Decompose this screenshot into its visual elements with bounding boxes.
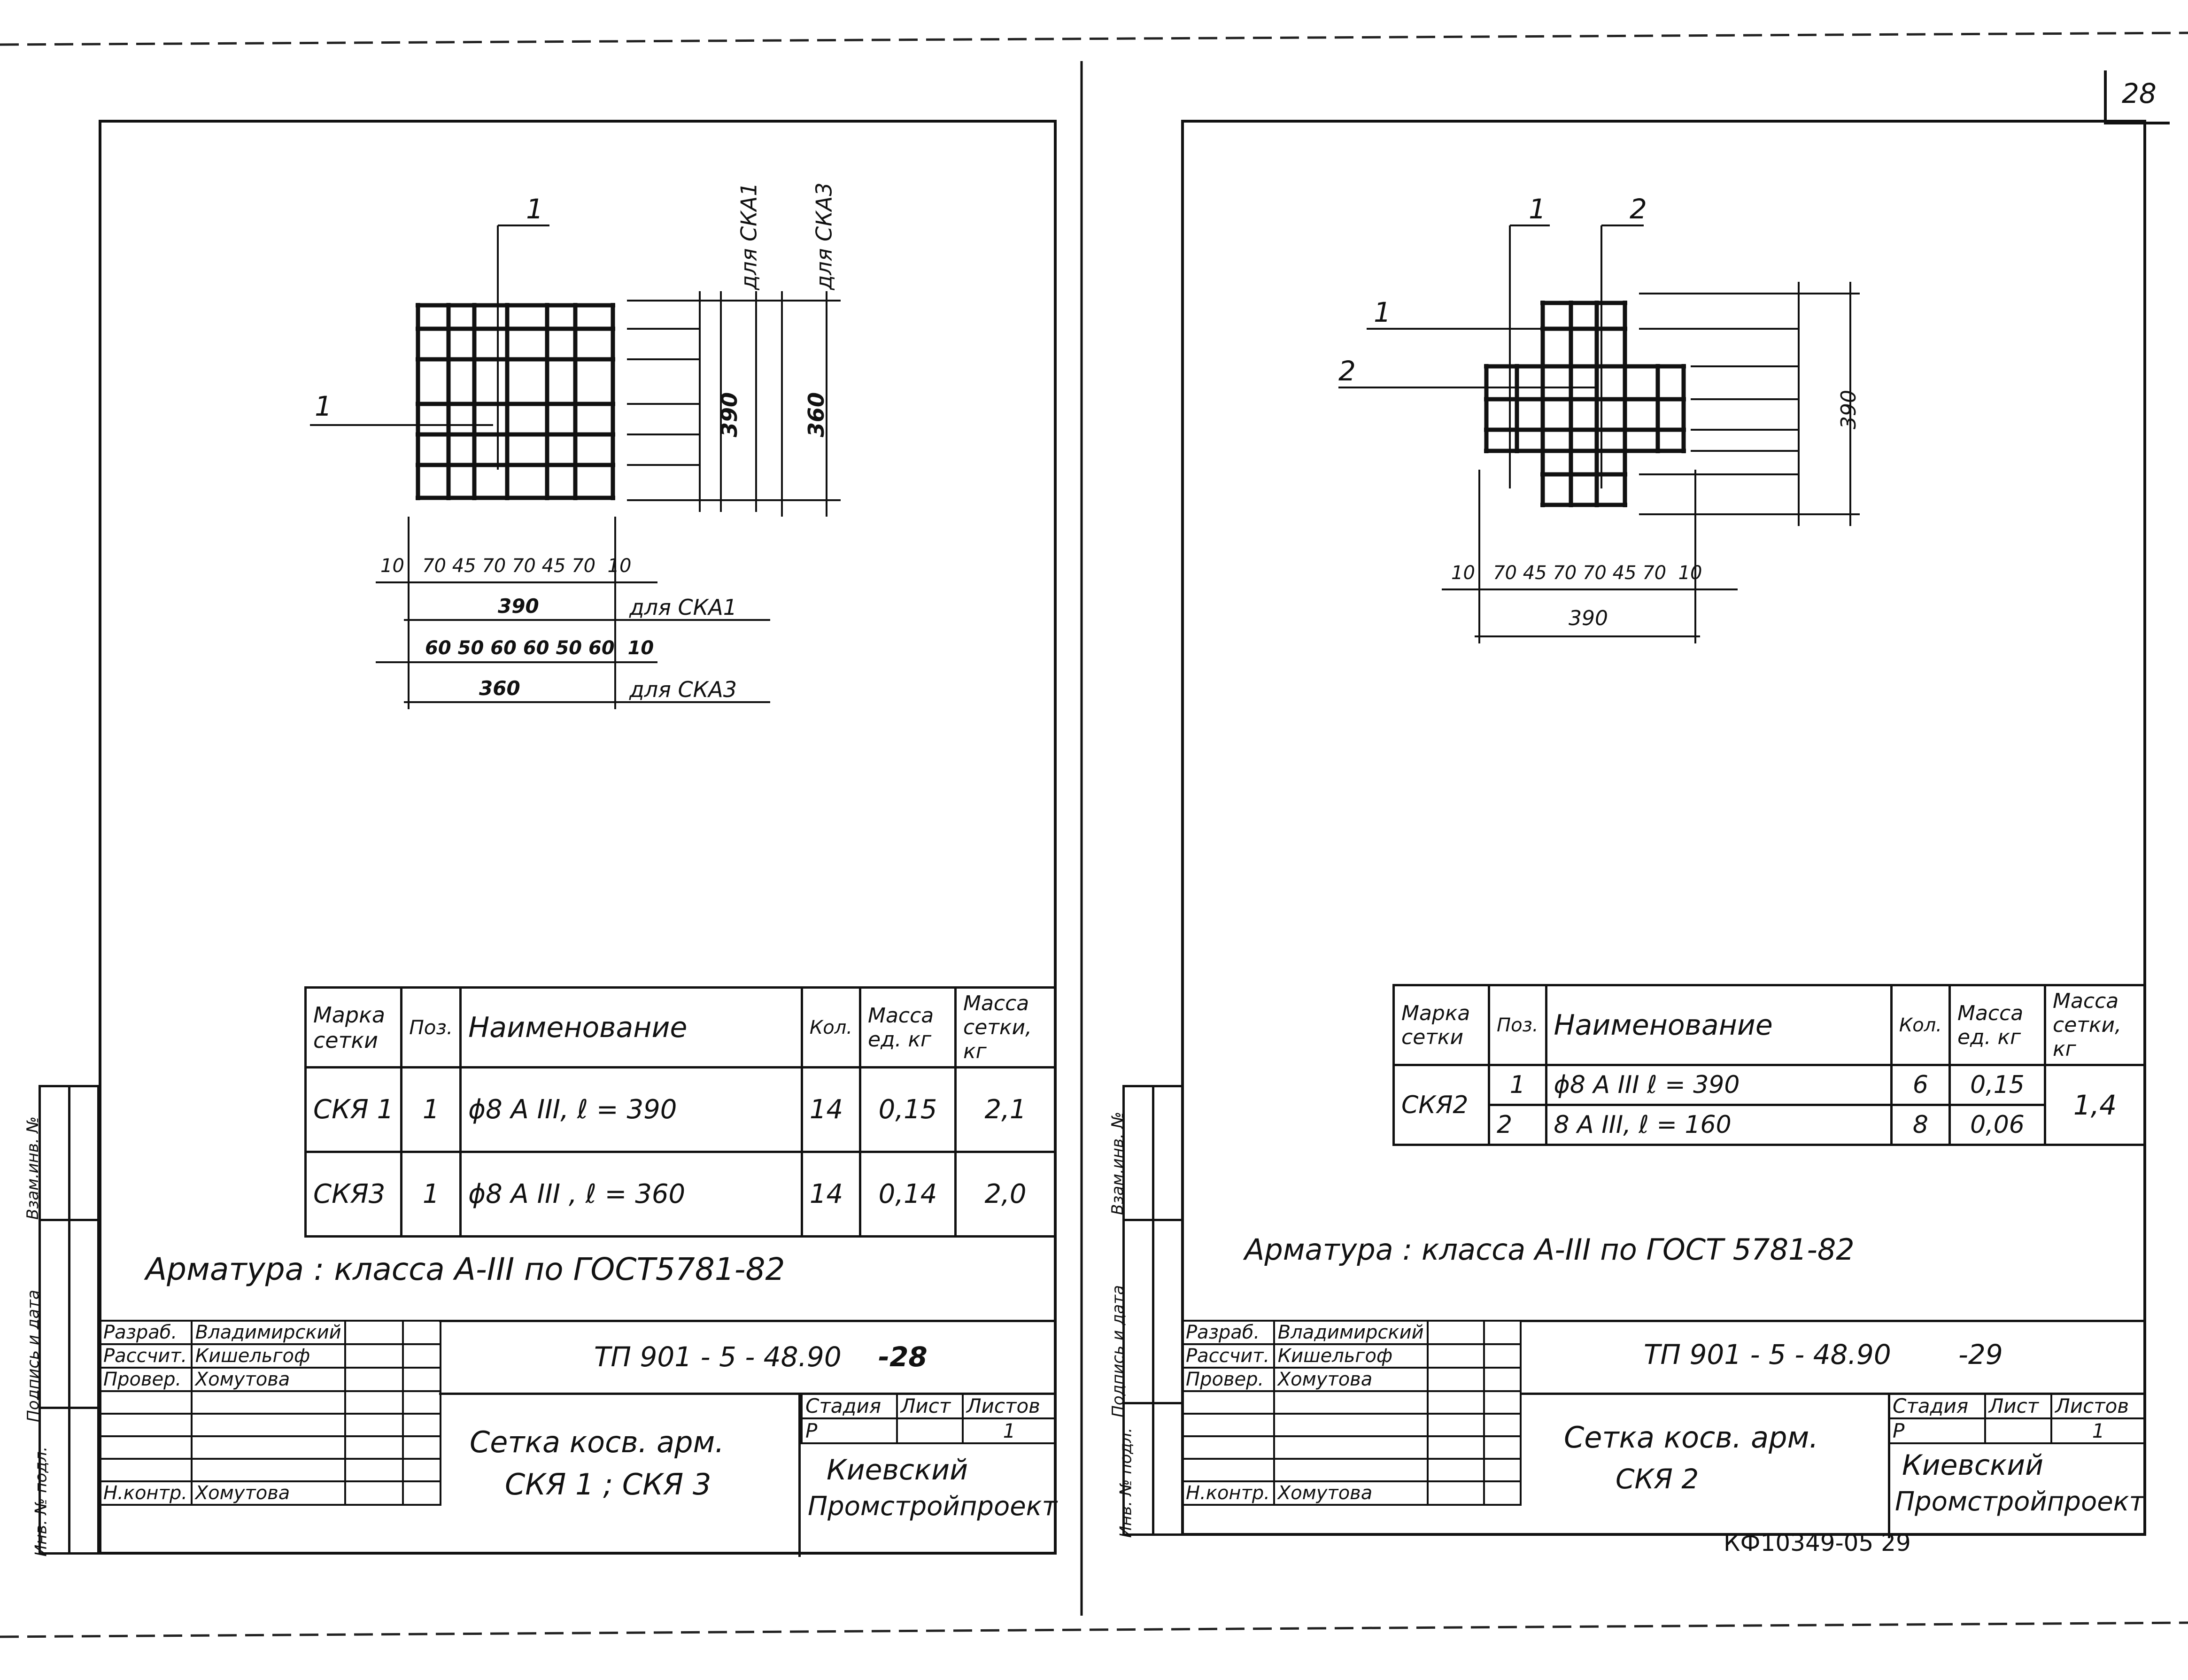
right-h-total: 390 xyxy=(1569,606,1608,630)
right-sheet-title: Сетка косв. арм. xyxy=(1564,1420,1818,1455)
footer-archive-code: КФ10349-05 29 xyxy=(1724,1529,1911,1556)
header-pos: Поз. xyxy=(400,986,462,1068)
right-spec-table: Марка сетки Поз. Наименование Кол. Масса… xyxy=(1392,984,2146,1146)
left-h-total-ska3: 360 xyxy=(479,677,520,700)
left-h-label-ska3: для СКА3 xyxy=(629,677,737,702)
right-doc-code: ТП 901 - 5 - 48.90 xyxy=(1644,1339,1891,1370)
right-h-dims: 10 70 45 70 70 45 70 10 xyxy=(1451,562,1702,584)
header-mark: Марка сетки xyxy=(304,986,403,1068)
right-binding-strip xyxy=(1122,1085,1183,1536)
left-h-dims-ska1: 10 70 45 70 70 45 70 10 xyxy=(380,555,632,577)
table-row: СКЯ 1 1 ϕ8 А III, ℓ = 390 14 0,15 2,1 xyxy=(304,1066,1057,1153)
right-pos-1: 1 xyxy=(1529,193,1546,225)
right-sheet-code: -29 xyxy=(1958,1339,2003,1370)
left-sheet-title: Сетка косв. арм. xyxy=(470,1425,724,1459)
right-pos-2: 2 xyxy=(1630,193,1647,225)
header-qty: Кол. xyxy=(800,986,862,1068)
left-pos-left: 1 xyxy=(315,390,332,422)
left-org-1: Киевский xyxy=(827,1454,968,1486)
left-title-block-staff: Разраб.Владимирский Рассчит.Кишельгоф Пр… xyxy=(99,1320,442,1506)
left-org-2: Промстройпроект xyxy=(808,1491,1058,1522)
left-binding-strip xyxy=(39,1085,100,1555)
right-note: Арматура : класса А-III по ГОСТ 5781-82 xyxy=(1245,1232,1855,1267)
left-sheet-subtitle: СКЯ 1 ; СКЯ 3 xyxy=(505,1467,711,1502)
right-org-1: Киевский xyxy=(1902,1449,2044,1482)
right-sheet-subtitle: СКЯ 2 xyxy=(1616,1463,1699,1495)
left-h-dims-ska3: 60 50 60 60 50 60 10 xyxy=(425,637,654,659)
page-number: 28 xyxy=(2122,77,2157,109)
header-total-mass: Масса сетки, кг xyxy=(954,986,1057,1068)
right-pos-1-left: 1 xyxy=(1374,296,1391,328)
right-pos-2-left: 2 xyxy=(1338,355,1356,387)
right-title-block-staff: Разраб.Владимирский Рассчит.Кишельгоф Пр… xyxy=(1181,1320,1522,1506)
right-v-total: 390 xyxy=(1836,390,1861,429)
left-h-total-ska1: 390 xyxy=(498,595,539,618)
right-org-2: Промстройпроект xyxy=(1895,1486,2145,1517)
left-spec-table: Марка сетки Поз. Наименование Кол. Масса… xyxy=(304,986,1057,1238)
table-row: СКЯ3 1 ϕ8 А III , ℓ = 360 14 0,14 2,0 xyxy=(304,1151,1057,1238)
header-unit-mass: Масса ед. кг xyxy=(859,986,957,1068)
left-pos-top: 1 xyxy=(526,193,543,225)
table-row: СКЯ2 1 ϕ8 А III ℓ = 390 6 0,15 1,4 xyxy=(1392,1064,2146,1146)
header-name: Наименование xyxy=(459,986,803,1068)
left-note: Арматура : класса А-III по ГОСТ5781-82 xyxy=(146,1251,785,1287)
table-row: 2 8 А III, ℓ = 160 8 0,06 xyxy=(1394,1104,2145,1146)
page-number-box xyxy=(2104,70,2170,124)
left-h-label-ska1: для СКА1 xyxy=(629,595,737,620)
left-doc-code: ТП 901 - 5 - 48.90 xyxy=(594,1341,842,1373)
left-sheet-code: -28 xyxy=(878,1341,928,1373)
